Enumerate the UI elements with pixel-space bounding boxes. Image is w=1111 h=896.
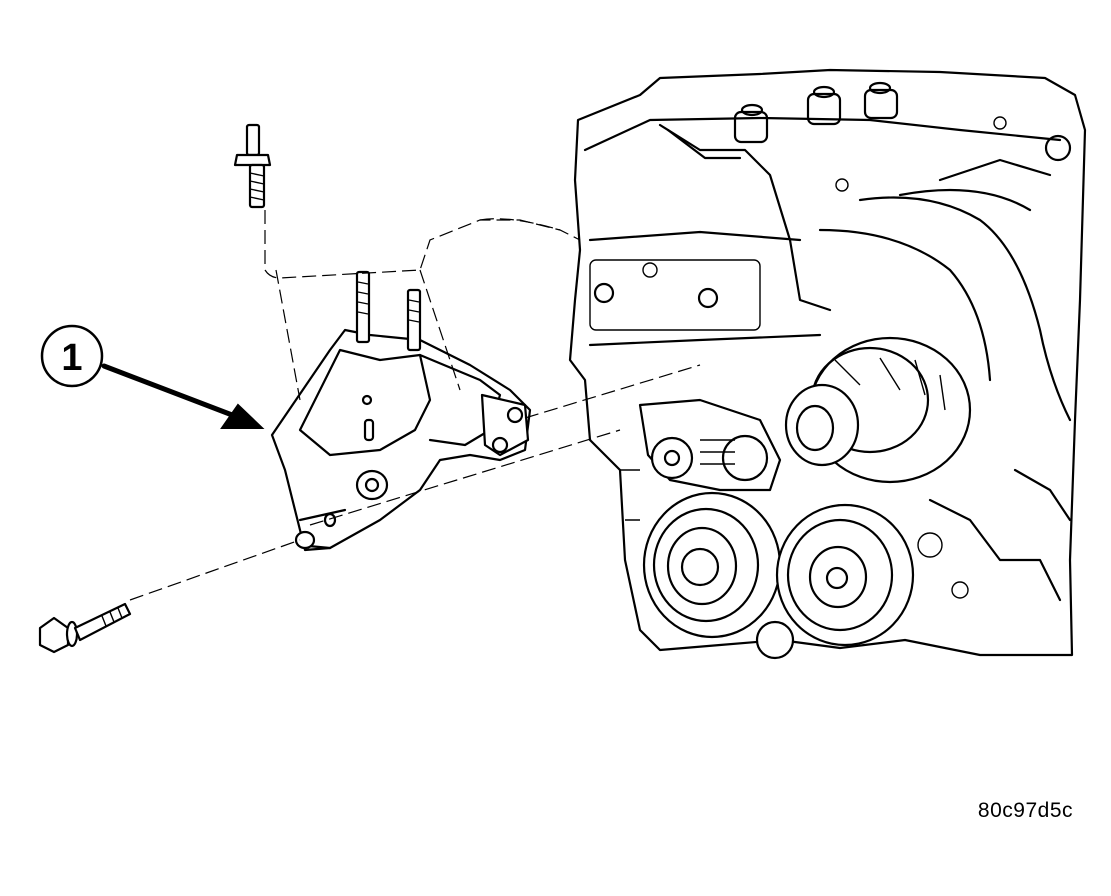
callout-1-circle <box>40 324 104 388</box>
callout-1-arrowhead <box>220 403 265 429</box>
upper-stud-bolt <box>233 123 272 209</box>
water-pump-pulley <box>642 491 782 639</box>
alternator <box>784 336 972 484</box>
accessory-mounting-bracket <box>270 270 532 552</box>
alignment-lines <box>129 210 701 601</box>
callout-1-leader-arrow <box>101 363 243 421</box>
callout-1: 1 <box>40 324 265 429</box>
belt-tensioner <box>638 398 782 492</box>
crankshaft-pulley <box>755 503 915 660</box>
callout-1-number: 1 <box>61 337 82 379</box>
figure-reference-code: 80c97d5c <box>977 799 1073 822</box>
engine-assembly <box>568 68 1087 660</box>
mounting-bolt <box>38 602 132 654</box>
